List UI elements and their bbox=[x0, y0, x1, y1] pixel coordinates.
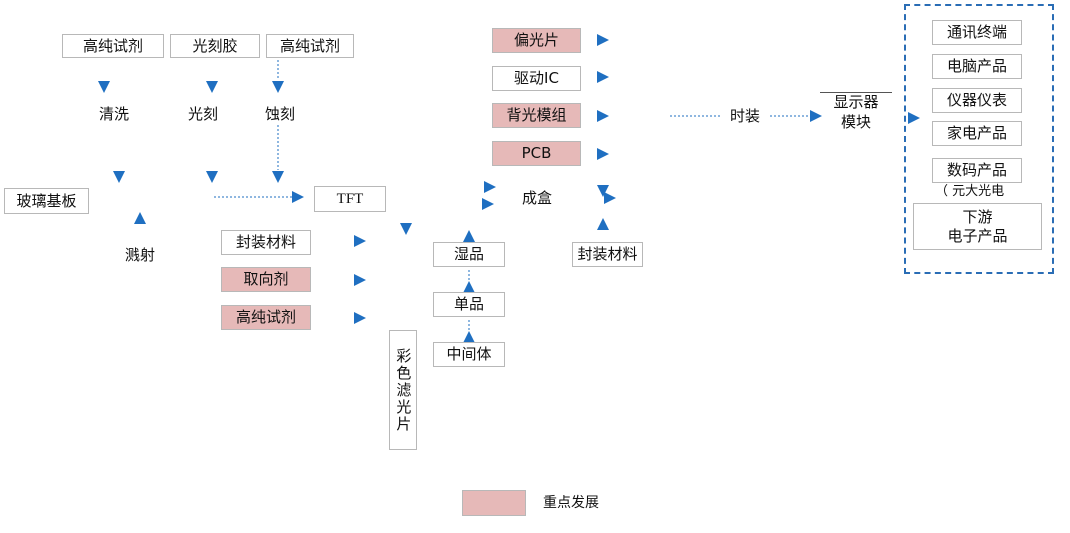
arrowhead-6 bbox=[206, 171, 218, 183]
product-communication-terminal: 通讯终端 bbox=[932, 20, 1022, 45]
arrowhead-26 bbox=[597, 110, 609, 122]
downstream-title-line2: 电子产品 bbox=[947, 226, 1008, 245]
node-single-product: 单品 bbox=[433, 292, 505, 317]
arrowhead-30 bbox=[810, 110, 822, 122]
arrowhead-16 bbox=[463, 230, 475, 242]
node-polarizer: 偏光片 bbox=[492, 28, 581, 53]
downstream-title-line1: 下游 bbox=[962, 207, 993, 226]
arrowhead-12 bbox=[354, 235, 366, 247]
legend-swatch bbox=[462, 490, 526, 516]
arrowhead-23 bbox=[597, 218, 609, 230]
product-label: 通讯终端 bbox=[946, 23, 1007, 42]
node-label: 玻璃基板 bbox=[16, 191, 77, 210]
node-label: 中间体 bbox=[446, 345, 492, 364]
step-module-assembly: 时装 bbox=[730, 107, 761, 125]
step-cleaning: 清洗 bbox=[99, 105, 130, 123]
node-high-purity-reagent-3: 高纯试剂 bbox=[221, 305, 311, 330]
node-high-purity-reagent-1: 高纯试剂 bbox=[62, 34, 164, 58]
node-photoresist: 光刻胶 bbox=[170, 34, 260, 58]
arrowhead-5 bbox=[113, 171, 125, 183]
product-digital: 数码产品 bbox=[932, 158, 1022, 183]
arrowhead-14 bbox=[354, 312, 366, 324]
node-label: TFT bbox=[336, 190, 364, 207]
node-color-filter: 彩色滤光片 bbox=[389, 330, 417, 450]
arrowhead-21 bbox=[604, 192, 616, 204]
node-label: 高纯试剂 bbox=[235, 308, 296, 327]
step-etching: 蚀刻 bbox=[265, 105, 296, 123]
arrowhead-9 bbox=[134, 212, 146, 224]
node-intermediate: 中间体 bbox=[433, 342, 505, 367]
arrowhead-22 bbox=[597, 185, 609, 197]
node-backlight-module: 背光模组 bbox=[492, 103, 581, 128]
node-wet-product: 湿品 bbox=[433, 242, 505, 267]
step-lithography: 光刻 bbox=[188, 105, 219, 123]
node-pcb: PCB bbox=[492, 141, 581, 166]
node-label: 单品 bbox=[453, 295, 484, 314]
arrowhead-20 bbox=[463, 331, 475, 343]
downstream-frame bbox=[904, 4, 1054, 274]
arrowhead-24 bbox=[597, 34, 609, 46]
node-packaging-material-1: 封装材料 bbox=[221, 230, 311, 255]
node-label: 驱动IC bbox=[514, 69, 559, 88]
arrowhead-2 bbox=[206, 81, 218, 93]
node-label: 封装材料 bbox=[577, 245, 638, 264]
step-sputtering: 溅射 bbox=[125, 246, 156, 264]
node-high-purity-reagent-2: 高纯试剂 bbox=[266, 34, 354, 58]
arrowhead-4 bbox=[272, 81, 284, 93]
arrowhead-31 bbox=[908, 112, 920, 124]
product-label: 仪器仪表 bbox=[946, 91, 1007, 110]
node-label: PCB bbox=[521, 144, 552, 163]
node-label: 光刻胶 bbox=[192, 36, 238, 55]
node-label-line2: 模块 bbox=[840, 112, 871, 131]
node-label: 背光模组 bbox=[506, 106, 567, 125]
product-label: 电脑产品 bbox=[946, 57, 1007, 76]
node-label: 彩色滤光片 bbox=[394, 347, 413, 433]
downstream-note: （ 元大光电 bbox=[935, 184, 1005, 199]
arrowhead-13 bbox=[354, 274, 366, 286]
arrowhead-to-cell-2 bbox=[484, 181, 496, 193]
product-label: 数码产品 bbox=[946, 161, 1007, 180]
node-display-module: 显示器 模块 bbox=[820, 92, 892, 132]
arrowhead-25 bbox=[597, 71, 609, 83]
node-label: 湿品 bbox=[453, 245, 484, 264]
node-label: 取向剂 bbox=[243, 270, 289, 289]
arrowhead-18 bbox=[463, 281, 475, 293]
arrowhead-8 bbox=[272, 171, 284, 183]
node-packaging-material-2: 封装材料 bbox=[572, 242, 643, 267]
node-label-line1: 显示器 bbox=[833, 93, 879, 111]
product-instrument: 仪器仪表 bbox=[932, 88, 1022, 113]
node-label: 高纯试剂 bbox=[279, 36, 340, 55]
legend-label: 重点发展 bbox=[543, 495, 599, 511]
node-label: 封装材料 bbox=[235, 233, 296, 252]
node-label: 高纯试剂 bbox=[82, 36, 143, 55]
node-label: 偏光片 bbox=[513, 31, 559, 50]
product-home-appliance: 家电产品 bbox=[932, 121, 1022, 146]
node-glass-substrate: 玻璃基板 bbox=[4, 188, 89, 214]
arrowhead-27 bbox=[597, 148, 609, 160]
arrowhead-15 bbox=[400, 223, 412, 235]
downstream-title: 下游 电子产品 bbox=[913, 203, 1042, 250]
node-tft: TFT bbox=[314, 186, 386, 212]
product-computer: 电脑产品 bbox=[932, 54, 1022, 79]
arrowhead-to-cell-1 bbox=[482, 198, 494, 210]
product-label: 家电产品 bbox=[946, 124, 1007, 143]
node-driver-ic: 驱动IC bbox=[492, 66, 581, 91]
arrowhead-11 bbox=[292, 191, 304, 203]
arrowhead-1 bbox=[98, 81, 110, 93]
node-alignment-agent: 取向剂 bbox=[221, 267, 311, 292]
step-cell-assembly: 成盒 bbox=[522, 189, 553, 207]
